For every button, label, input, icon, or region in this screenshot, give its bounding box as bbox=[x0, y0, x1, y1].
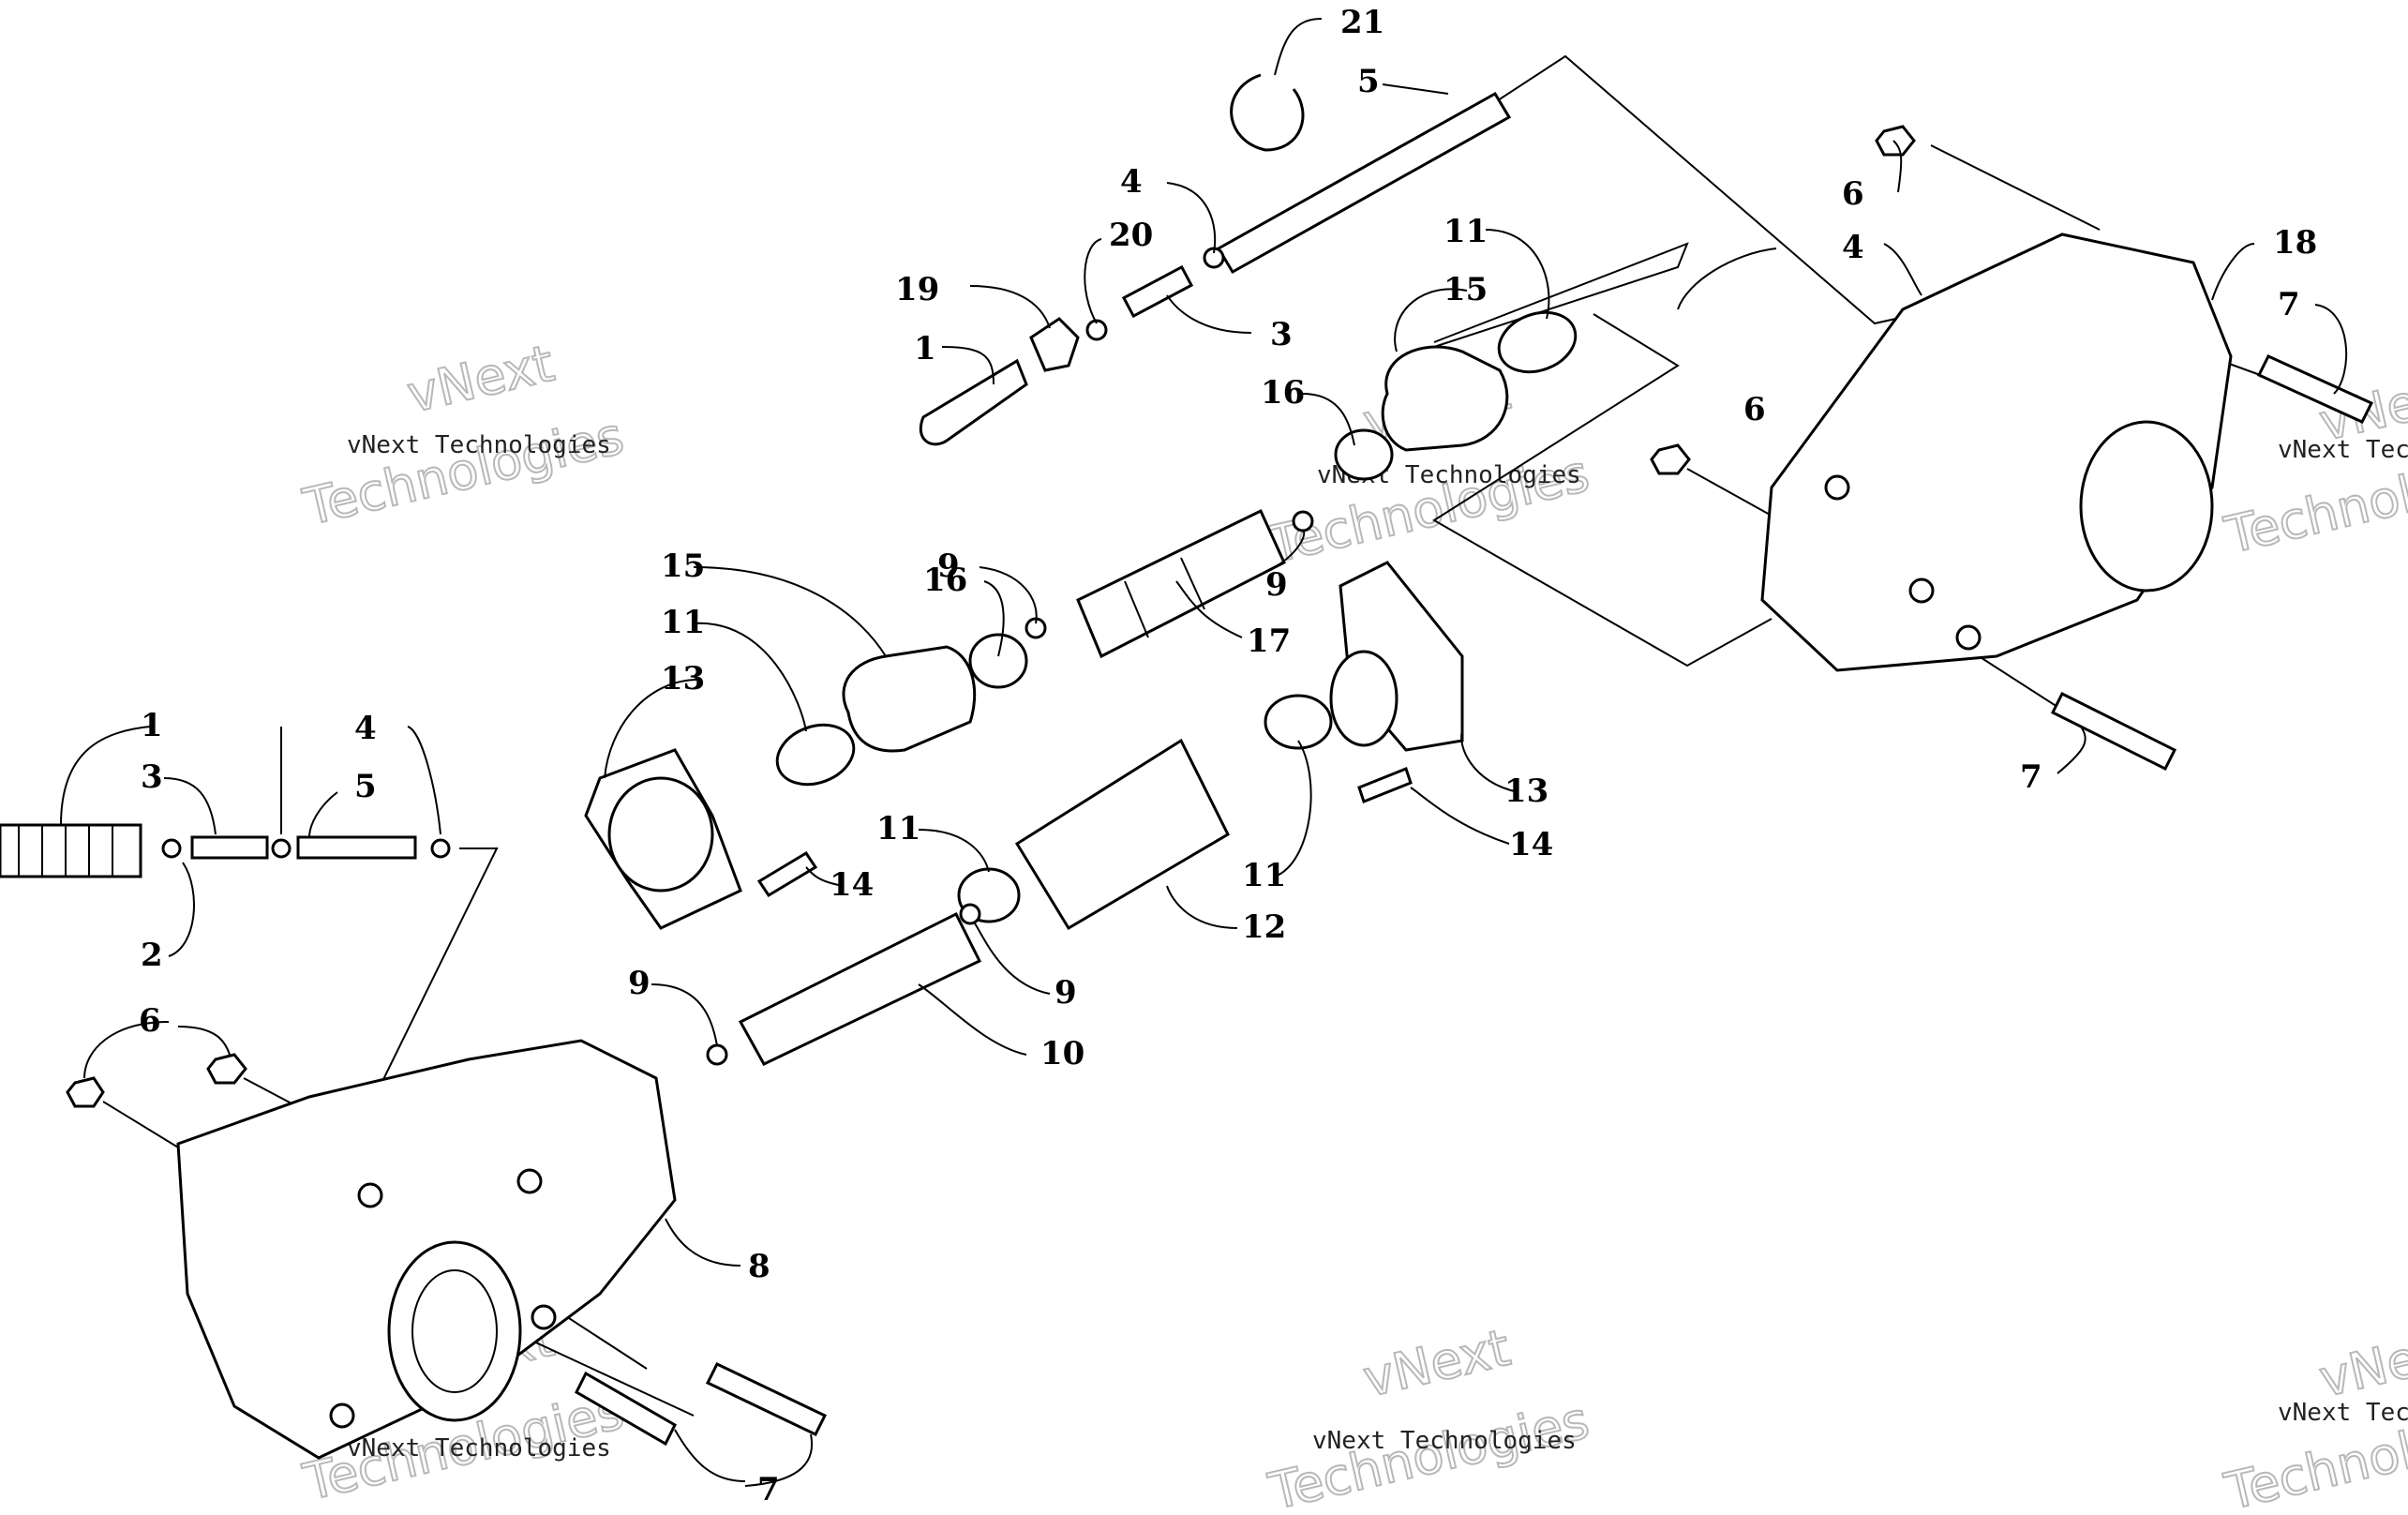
rod-5-left-part bbox=[296, 835, 417, 860]
flange-13-left-bore-part bbox=[607, 776, 714, 892]
callout-9: 9 bbox=[628, 965, 651, 1002]
callout-4: 4 bbox=[354, 710, 377, 747]
callout-17: 17 bbox=[1247, 622, 1291, 660]
callout-13: 13 bbox=[1504, 772, 1548, 810]
shaft-rod-5-upper-part bbox=[1216, 91, 1512, 275]
callout-7: 7 bbox=[2278, 286, 2300, 323]
housing-8-bore-part bbox=[387, 1240, 522, 1422]
pin-9-bottom-part bbox=[706, 1043, 728, 1066]
callout-16: 16 bbox=[1261, 374, 1305, 412]
clamp-16-upper-part bbox=[1334, 428, 1394, 481]
nut-6-left-b-part bbox=[206, 1053, 247, 1085]
watermark-large-top: vNext bbox=[2314, 1318, 2408, 1409]
bolt-14-right-part bbox=[1357, 767, 1413, 803]
callout-12: 12 bbox=[1242, 908, 1286, 946]
fitting-3-upper-part bbox=[1121, 264, 1194, 319]
callout-11: 11 bbox=[1242, 857, 1286, 894]
clip-2-part bbox=[161, 838, 182, 859]
nut-6-right-part bbox=[1650, 443, 1691, 475]
watermark-large-bottom: Technologies bbox=[298, 406, 629, 537]
clip-20-part bbox=[1085, 319, 1108, 341]
callout-13: 13 bbox=[661, 660, 705, 698]
callout-10: 10 bbox=[1040, 1035, 1084, 1072]
nut-6-top-part bbox=[1875, 125, 1916, 157]
boot-1-left-part bbox=[0, 823, 142, 878]
pin-9-lower-part bbox=[959, 903, 981, 925]
axle-shaft-17-part bbox=[1076, 508, 1286, 659]
callout-5: 5 bbox=[354, 768, 377, 805]
watermark-small: vNext Technologies bbox=[347, 1434, 611, 1462]
clamp-11-right-part bbox=[1264, 694, 1333, 750]
nut-6-left-a-part bbox=[66, 1076, 105, 1108]
tube-12-part bbox=[1014, 738, 1230, 931]
bolt-7-right-lower-part bbox=[2050, 691, 2177, 772]
leader-lines bbox=[60, 18, 2348, 1487]
watermark-large-top: vNext bbox=[1358, 1318, 1516, 1409]
callout-7: 7 bbox=[757, 1471, 780, 1508]
watermark-small: vNext Technologies bbox=[347, 431, 611, 459]
callout-14: 14 bbox=[830, 866, 874, 904]
callout-6: 6 bbox=[1842, 175, 1864, 213]
pin-9-upper-part bbox=[1292, 510, 1314, 532]
callout-1: 1 bbox=[141, 707, 163, 744]
retaining-ring-21-part bbox=[1230, 73, 1305, 152]
callout-4: 4 bbox=[1120, 163, 1143, 201]
callout-19: 19 bbox=[895, 271, 939, 308]
shaft-10-part bbox=[738, 911, 982, 1066]
flange-13-right-bore-part bbox=[1329, 650, 1398, 747]
bolt-7-bottom-a-part bbox=[575, 1371, 677, 1447]
watermark-large-top: vNext bbox=[402, 334, 560, 425]
callouts: 21 5 4 20 19 3 1 11 15 16 6 4 6 18 7 9 1… bbox=[139, 4, 2317, 1508]
callout-15: 15 bbox=[1443, 271, 1488, 308]
callout-3: 3 bbox=[141, 758, 163, 796]
boot-1-upper-part bbox=[919, 358, 1028, 446]
callout-9: 9 bbox=[1054, 974, 1077, 1012]
watermark-small: vNext Technologies bbox=[2278, 436, 2408, 464]
clip-4-left-a-part bbox=[271, 838, 292, 859]
parts bbox=[0, 73, 2374, 1460]
clip-4-left-b-part bbox=[430, 838, 451, 859]
callout-9: 9 bbox=[937, 548, 960, 585]
callout-11: 11 bbox=[661, 604, 705, 641]
boot-15-upper-part bbox=[1381, 345, 1509, 452]
callout-5: 5 bbox=[1357, 63, 1380, 100]
callout-16: 16 bbox=[923, 562, 967, 599]
watermark-small: vNext Technologies bbox=[1312, 1427, 1577, 1455]
clamp-11-upper-part bbox=[1497, 310, 1578, 374]
callout-15: 15 bbox=[661, 548, 705, 585]
callout-8: 8 bbox=[748, 1248, 770, 1285]
callout-6: 6 bbox=[1743, 391, 1766, 428]
clamp-11-middle-part bbox=[775, 723, 856, 787]
bolt-7-bottom-b-part bbox=[705, 1362, 828, 1436]
watermark-small: vNext Technologies bbox=[2278, 1399, 2408, 1427]
callout-1: 1 bbox=[914, 330, 936, 368]
callout-11: 11 bbox=[1443, 213, 1488, 250]
callout-3: 3 bbox=[1270, 316, 1293, 353]
boot-15-middle-part bbox=[842, 645, 977, 753]
callout-14: 14 bbox=[1509, 826, 1553, 863]
bolt-14-left-part bbox=[756, 850, 818, 898]
callout-11: 11 bbox=[876, 810, 920, 848]
callout-18: 18 bbox=[2273, 224, 2317, 262]
bracket-19-part bbox=[1029, 317, 1080, 372]
callout-21: 21 bbox=[1340, 4, 1384, 41]
callout-4: 4 bbox=[1842, 229, 1864, 266]
bolt-7-right-upper-part bbox=[2256, 354, 2374, 424]
callout-6: 6 bbox=[139, 1002, 161, 1040]
callout-7: 7 bbox=[2020, 758, 2042, 796]
callout-20: 20 bbox=[1109, 217, 1153, 254]
housing-18-bore-part bbox=[2079, 420, 2214, 592]
callout-2: 2 bbox=[141, 937, 163, 974]
clamp-16-middle-part bbox=[968, 633, 1028, 689]
fitting-3-left-part bbox=[190, 835, 269, 860]
callout-9: 9 bbox=[1265, 566, 1288, 604]
